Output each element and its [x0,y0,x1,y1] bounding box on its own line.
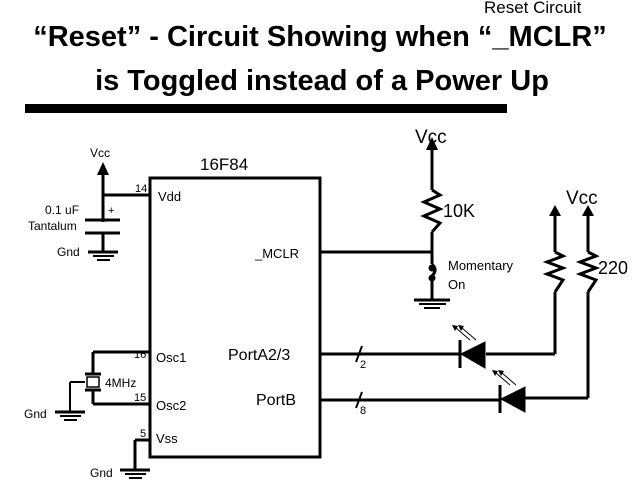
portb-bus [320,212,590,409]
pin-mclr-label: _MCLR [254,246,299,261]
pin-14-number: 14 [135,183,147,195]
cap-value-label: 0.1 uF [45,203,79,217]
light-arrow-a2 [458,325,464,331]
capacitor-symbol [85,218,120,235]
page-title-line-1: “Reset” - Circuit Showing when “_MCLR” [33,21,607,53]
light-arrow-b2 [498,370,504,376]
pin-5-number: 5 [140,428,146,440]
ground-symbol-crystal [55,410,85,421]
vcc-label-center: Vcc [415,127,447,148]
cap-type-label: Tantalum [28,219,77,233]
pin-16-number: 16 [134,349,146,361]
momentary-switch [428,262,437,282]
vcc-arrow-led-a [549,205,561,216]
section-label: Reset Circuit [484,0,582,17]
chip-part-number: 16F84 [200,155,248,174]
vcc-arrow-left [97,162,109,175]
switch-label-1: Momentary [448,258,514,273]
gnd-label-crystal: Gnd [24,407,47,421]
led-resistor-a [542,250,568,293]
porta-bus [320,212,557,363]
led-a [455,327,486,369]
vcc-arrow-led-b [582,205,594,216]
title-divider [25,104,507,113]
vcc-arrow-center [426,137,438,150]
switch-label-2: On [448,277,465,292]
pullup-value-label: 10K [443,201,475,221]
page-title-line-2: is Toggled instead of a Power Up [95,65,549,97]
light-arrow-a1 [452,325,458,331]
gnd-label-vss: Gnd [90,466,113,480]
pin-15-number: 15 [134,392,146,404]
vss-net [133,438,150,470]
pin-vss-label: Vss [156,431,178,446]
pin-porta-label: PortA2/3 [228,347,290,364]
pin-vdd-label: Vdd [158,189,181,204]
porta-bus-width: 2 [360,359,366,371]
mclr-net [320,140,434,300]
pin-osc2-label: Osc2 [156,398,186,413]
led-b [495,372,526,413]
pin-osc1-label: Osc1 [156,350,186,365]
ic-16f84-body [148,176,322,459]
vcc-label-left: Vcc [90,146,110,160]
gnd-label-cap: Gnd [57,245,80,259]
led-resistor-value-label: 220 [598,258,628,278]
ground-symbol-switch [414,298,450,309]
ground-symbol-vss [120,468,150,479]
vcc-label-right: Vcc [566,188,598,209]
pullup-resistor-10k [420,188,444,233]
ground-symbol-cap [88,250,118,261]
portb-bus-width: 8 [360,405,366,417]
cap-polarity-label: + [108,205,114,217]
crystal-symbol [85,372,101,392]
crystal-value-label: 4MHz [105,376,136,390]
oscillator-net [69,350,150,412]
light-arrow-b1 [492,370,498,376]
led-resistor-b-220 [575,250,601,293]
pin-portb-label: PortB [256,392,296,409]
